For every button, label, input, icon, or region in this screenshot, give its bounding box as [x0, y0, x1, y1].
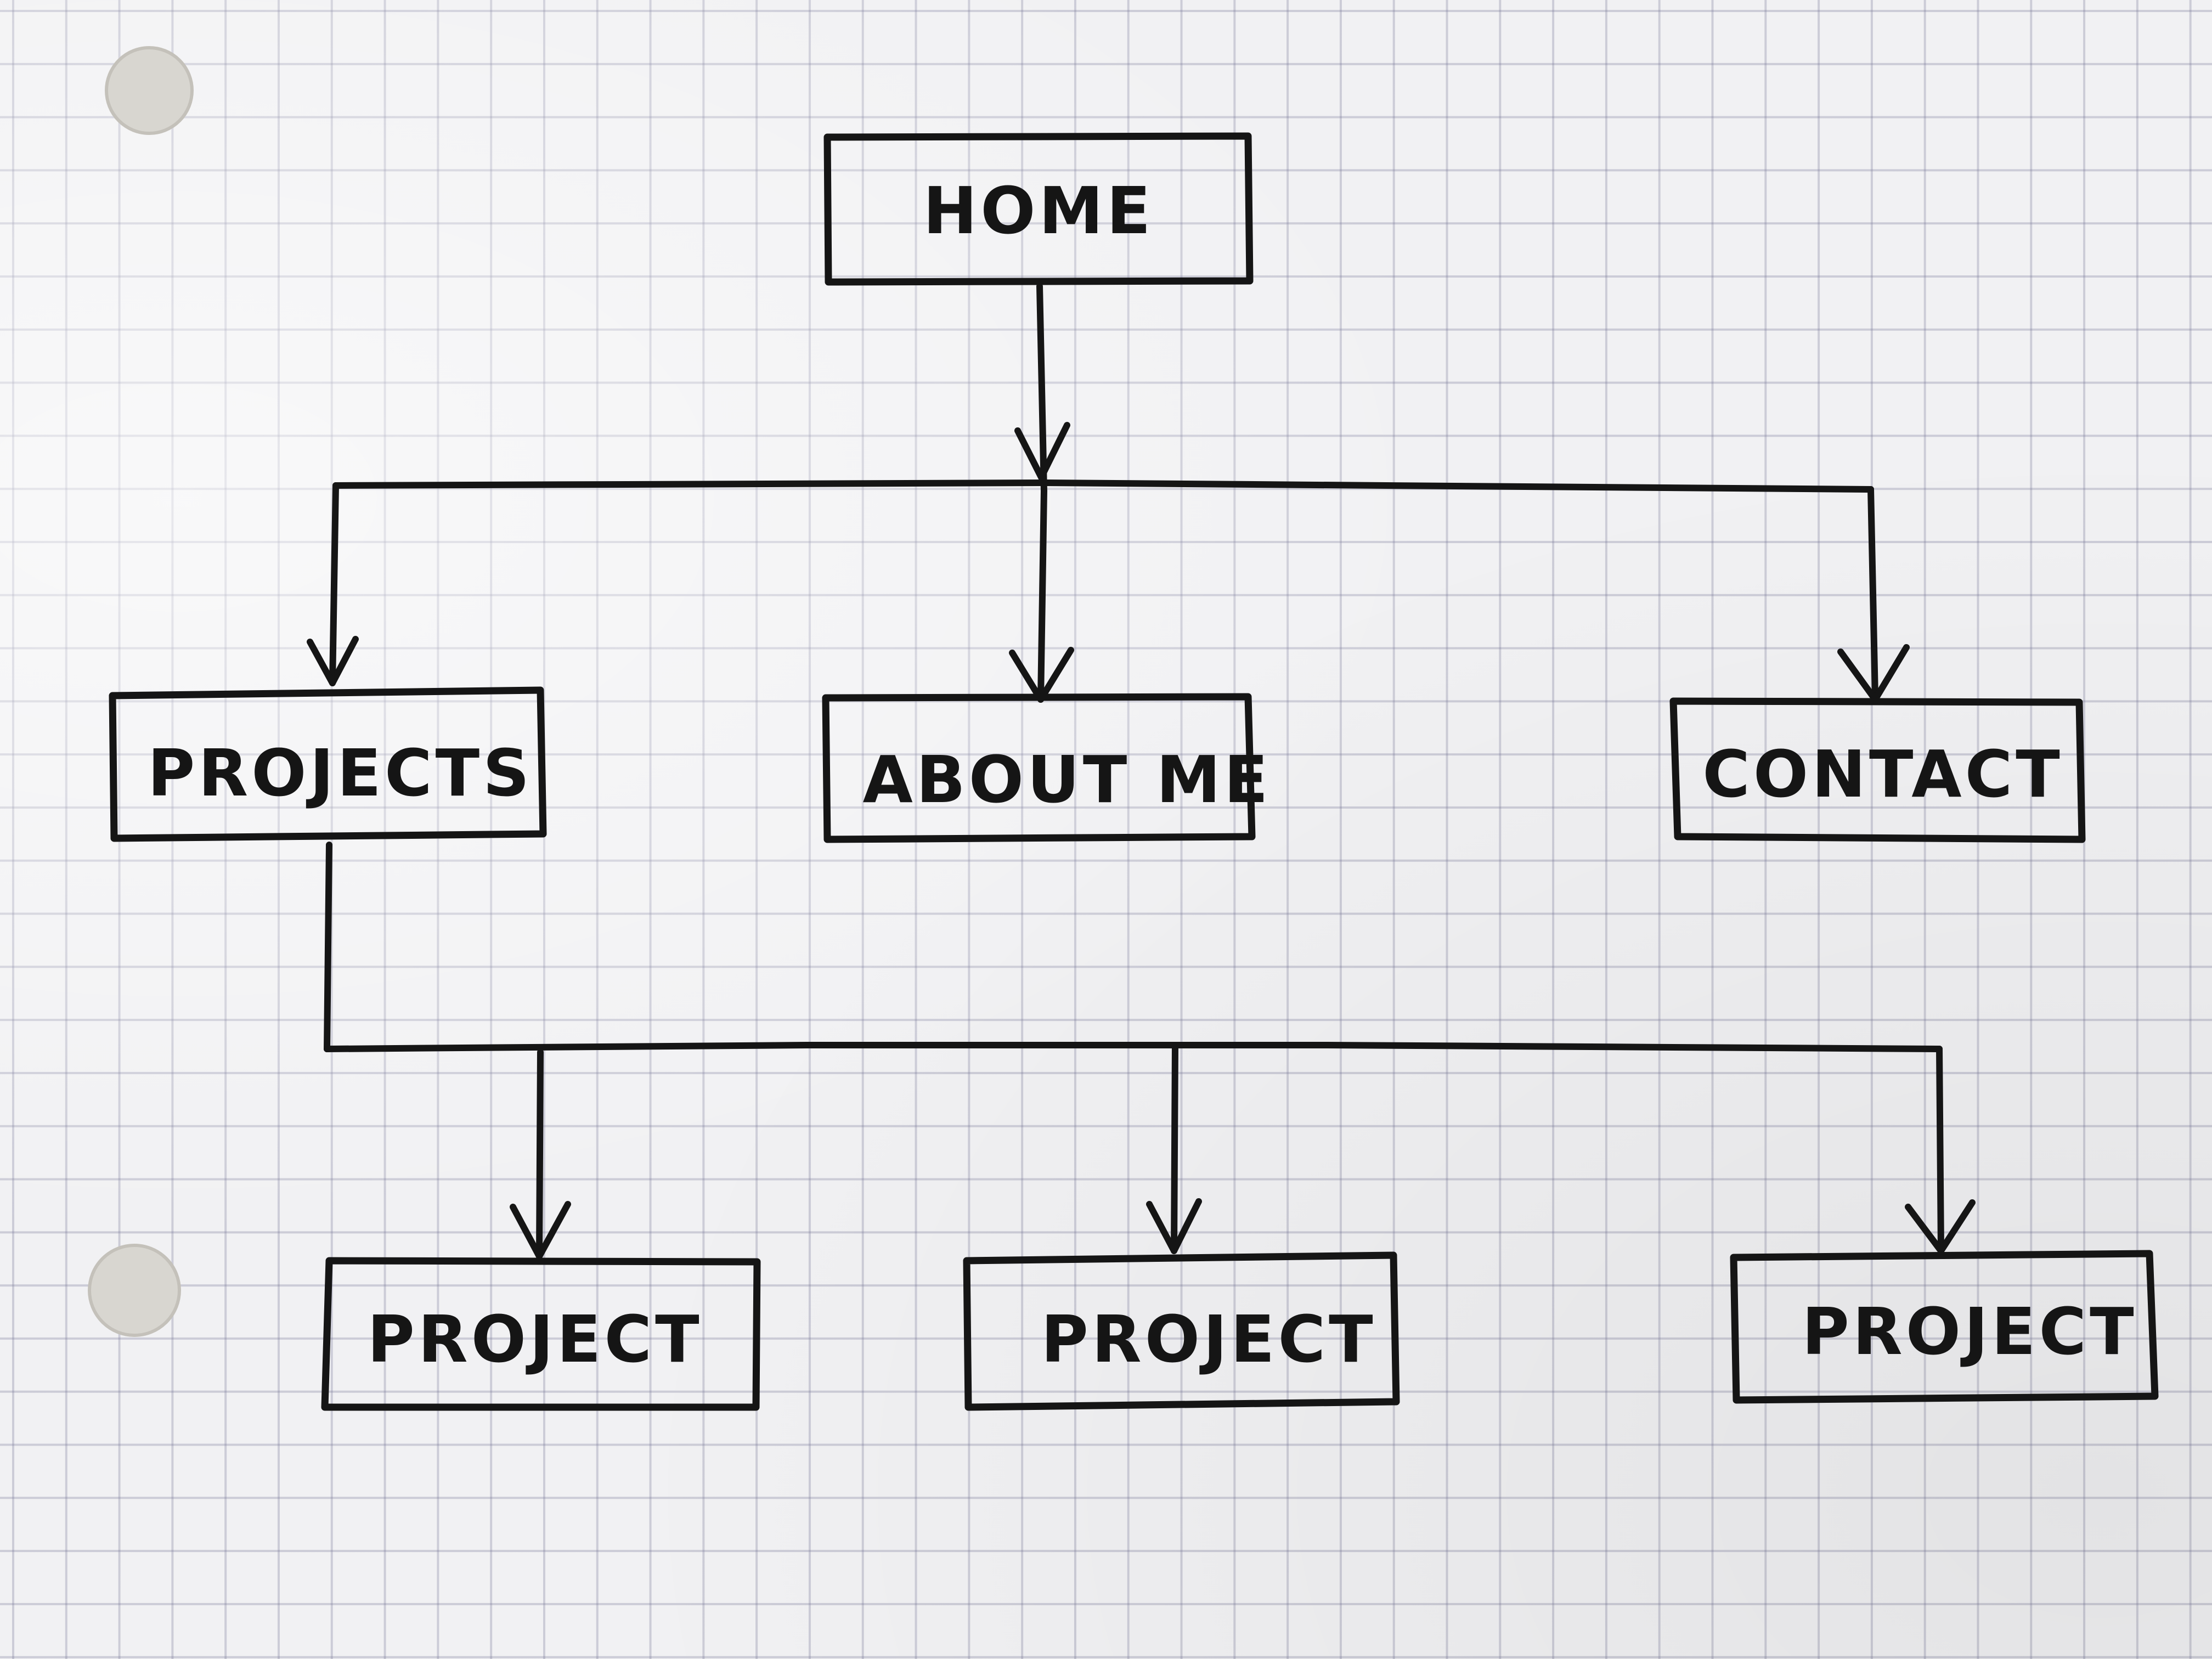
- node-contact-label: CONTACT: [1702, 736, 2063, 812]
- arrowheads-level2: [510, 1198, 1976, 1260]
- arrowhead-projects: [307, 636, 359, 686]
- edge-home-contact: [1867, 486, 1878, 700]
- node-contact-box: [1669, 697, 2086, 843]
- node-about-box: [822, 693, 1256, 843]
- node-home-box: [823, 132, 1254, 286]
- edge-level1-bus: [332, 479, 1874, 493]
- node-project-3-box: [1730, 1250, 2159, 1404]
- node-project-3-label: PROJECT: [1802, 1294, 2137, 1369]
- node-projects-box: [109, 686, 547, 842]
- edges-projects: [324, 842, 1944, 1260]
- node-home: HOME: [823, 132, 1254, 286]
- node-contact: CONTACT: [1669, 697, 2086, 843]
- node-project-2-box: [963, 1251, 1400, 1411]
- arrowhead-project-1: [510, 1201, 571, 1260]
- arrowhead-project-2: [1146, 1198, 1202, 1254]
- node-project-2: PROJECT: [963, 1251, 1400, 1411]
- node-project-1-box: [321, 1257, 761, 1411]
- edges-home: [329, 283, 1878, 703]
- edge-projects-project-3: [1936, 1046, 1944, 1254]
- edge-home-projects: [329, 482, 339, 686]
- node-about: ABOUT ME: [822, 693, 1272, 843]
- node-project-2-label: PROJECT: [1041, 1301, 1376, 1377]
- node-project-3: PROJECT: [1730, 1250, 2159, 1404]
- edge-projects-project-2: [1171, 1043, 1178, 1254]
- edge-projects-trunk: [324, 842, 332, 1052]
- binder-hole-top: [105, 46, 194, 135]
- edge-home-trunk: [1036, 283, 1047, 494]
- node-project-1-label: PROJECT: [367, 1301, 702, 1377]
- edge-level2-bus: [324, 1042, 1943, 1052]
- binder-hole-bottom: [88, 1244, 181, 1337]
- node-projects: PROJECTS: [109, 686, 547, 842]
- node-about-label: ABOUT ME: [863, 742, 1272, 817]
- node-home-label: HOME: [923, 173, 1154, 249]
- arrowhead-project-3: [1905, 1199, 1976, 1254]
- edge-projects-project-1: [536, 1049, 544, 1260]
- arrowheads-level1: [307, 422, 1910, 703]
- node-projects-label: PROJECTS: [148, 735, 533, 811]
- edge-home-about: [1037, 488, 1047, 703]
- arrowhead-home: [1014, 422, 1070, 481]
- node-project-1: PROJECT: [321, 1257, 761, 1411]
